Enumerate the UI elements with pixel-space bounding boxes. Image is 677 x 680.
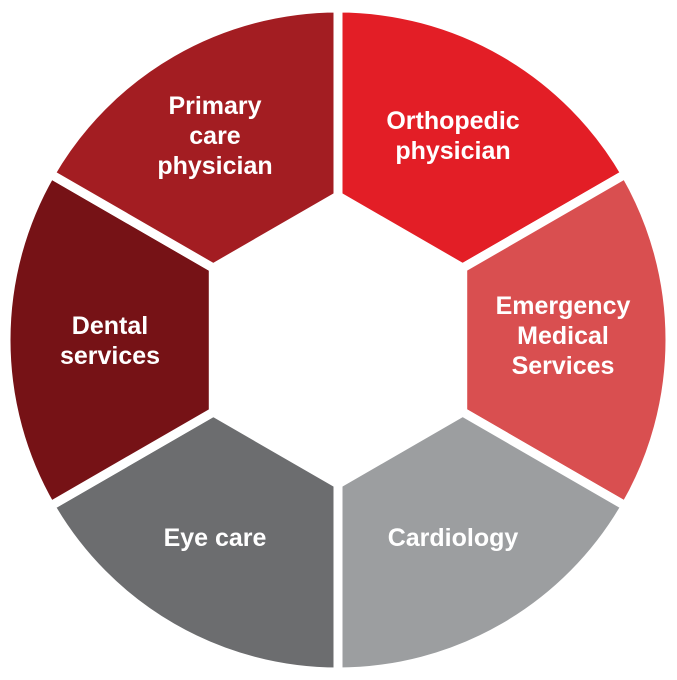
segment-label-line: Services bbox=[512, 352, 615, 380]
segment-label-line: physician bbox=[395, 137, 510, 165]
segment-label-line: services bbox=[60, 342, 160, 370]
segment-shape bbox=[44, 3, 343, 274]
segment-shape bbox=[44, 406, 343, 677]
segment-cardiology: Cardiology bbox=[333, 406, 632, 677]
segment-label: Eye care bbox=[164, 524, 267, 552]
segment-label-line: care bbox=[189, 122, 241, 150]
segment-label-line: Cardiology bbox=[388, 524, 519, 552]
segment-shape bbox=[1, 167, 218, 513]
segment-eye-care: Eye care bbox=[44, 406, 343, 677]
segment-label: Cardiology bbox=[388, 524, 519, 552]
segment-label-line: Dental bbox=[72, 312, 148, 340]
segment-label-line: Eye care bbox=[164, 524, 267, 552]
segment-label-line: Primary bbox=[168, 92, 261, 120]
segment-label-line: Emergency bbox=[496, 292, 631, 320]
segment-shape bbox=[333, 406, 632, 677]
segment-shape bbox=[333, 3, 632, 274]
segment-label-line: Medical bbox=[517, 322, 609, 350]
segment-label-line: physician bbox=[157, 152, 272, 180]
segment-label-line: Orthopedic bbox=[386, 107, 519, 135]
segment-shape bbox=[458, 167, 675, 513]
